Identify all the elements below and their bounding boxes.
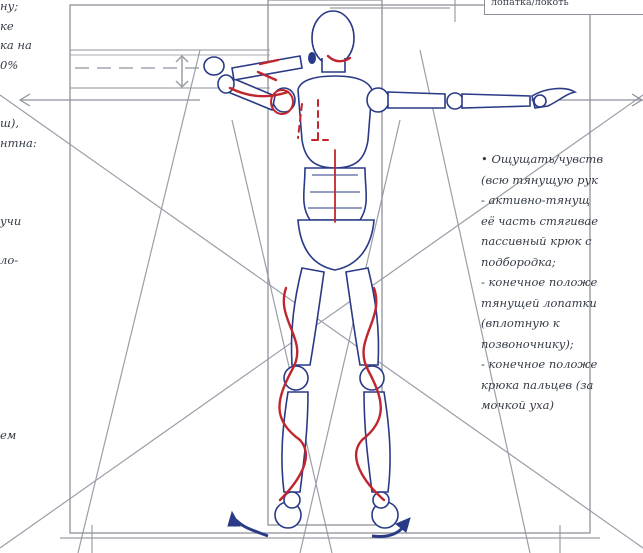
blue-body-accents <box>308 52 316 64</box>
left-annotation-line: учи <box>0 212 70 232</box>
right-annotation-line: (всю тянущую рук <box>481 171 643 192</box>
left-shin <box>282 392 308 492</box>
right-annotation-line: мочкой уха) <box>481 396 643 417</box>
left-annotation-line: ну; <box>0 0 70 17</box>
vertical-double-arrow <box>176 56 188 87</box>
top-label-box: лопатка/локоть <box>484 0 643 15</box>
right-shin <box>364 392 390 492</box>
head <box>312 11 354 65</box>
right-annotation-line: - активно-тянущ <box>481 191 643 212</box>
left-annotation-line <box>0 192 70 212</box>
left-annotation-line: ло- <box>0 251 70 271</box>
right-annotation-line: (вплотную к <box>481 314 643 335</box>
left-annotation-line: ш), <box>0 114 70 134</box>
left-annotation-line: ка на <box>0 36 70 56</box>
left-annotation-line: нтна: <box>0 134 70 154</box>
right-annotation-line: - конечное положе <box>481 355 643 376</box>
left-annotation-line <box>0 153 70 173</box>
pelvis <box>298 220 374 270</box>
left-annotation-line: 0% <box>0 56 70 76</box>
right-annotation-line: подбородка; <box>481 253 643 274</box>
right-annotation-line: • Ощущать/чувств <box>481 150 643 171</box>
left-annotation-line <box>0 290 70 310</box>
left-annotation-line <box>0 309 70 329</box>
left-annotation-line <box>0 75 70 95</box>
left-annotation-line <box>0 270 70 290</box>
right-annotation-line: позвоночнику); <box>481 335 643 356</box>
right-annotation-line: её часть стягивае <box>481 212 643 233</box>
right-annotation-line: пассивный крюк с <box>481 232 643 253</box>
right-annotation-line: - конечное положе <box>481 273 643 294</box>
left-annotation-line <box>0 329 70 349</box>
left-annotation-line <box>0 348 70 368</box>
left-annotation-line <box>0 173 70 193</box>
left-annotation-line: ем <box>0 426 70 446</box>
right-upper-arm <box>388 92 445 108</box>
right-shoulder-joint <box>367 88 389 112</box>
left-elbow <box>218 75 234 93</box>
left-annotation: ну; ке ка на 0% ш), нтна: учи ло- ем <box>0 0 70 446</box>
right-forearm <box>462 94 530 108</box>
left-annotation-line: ке <box>0 17 70 37</box>
right-annotation-line: крюка пальцев (за <box>481 376 643 397</box>
top-label-text: лопатка/локоть <box>491 0 569 8</box>
left-fist <box>204 57 224 75</box>
right-annotation: • Ощущать/чувств (всю тянущую рук - акти… <box>481 150 643 417</box>
left-annotation-line <box>0 231 70 251</box>
right-annotation-line: тянущей лопатки <box>481 294 643 315</box>
left-annotation-line <box>0 407 70 427</box>
left-annotation-line <box>0 387 70 407</box>
left-annotation-line <box>0 95 70 115</box>
left-annotation-line <box>0 368 70 388</box>
